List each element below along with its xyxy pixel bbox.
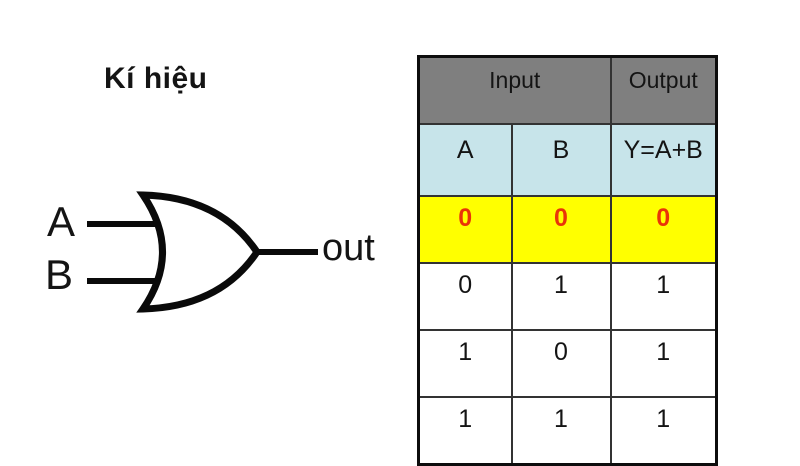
truth-table-group-header-row: Input Output — [417, 55, 718, 125]
cell-b: 1 — [510, 396, 612, 466]
cell-y: 1 — [609, 396, 718, 466]
truth-table-column-header-row: A B Y=A+B — [417, 123, 718, 197]
truth-table-row-highlighted: 0 0 0 — [417, 195, 718, 264]
header-input: Input — [417, 55, 612, 125]
cell-y: 0 — [609, 195, 718, 264]
cell-b: 1 — [510, 262, 612, 331]
gate-output-label: out — [322, 227, 375, 269]
or-gate-body — [136, 191, 262, 313]
truth-table: Input Output A B Y=A+B 0 0 0 0 1 1 1 0 1 — [417, 55, 718, 466]
gate-input-b-label: B — [45, 251, 74, 298]
cell-a: 0 — [417, 262, 513, 331]
column-header-y: Y=A+B — [609, 123, 718, 197]
cell-y: 1 — [609, 262, 718, 331]
column-header-a: A — [417, 123, 513, 197]
truth-table-row: 0 1 1 — [417, 262, 718, 331]
truth-table-row: 1 1 1 — [417, 396, 718, 466]
cell-b: 0 — [510, 329, 612, 398]
truth-table-row: 1 0 1 — [417, 329, 718, 398]
cell-a: 0 — [417, 195, 513, 264]
header-output: Output — [609, 55, 718, 125]
cell-a: 1 — [417, 329, 513, 398]
cell-y: 1 — [609, 329, 718, 398]
cell-a: 1 — [417, 396, 513, 466]
or-gate-symbol — [87, 191, 318, 313]
cell-b: 0 — [510, 195, 612, 264]
column-header-b: B — [510, 123, 612, 197]
section-title: Kí hiệu — [104, 62, 208, 95]
gate-input-a-label: A — [47, 198, 76, 245]
slide-canvas: Kí hiệu A B out Input Output A B Y=A+B 0… — [45, 55, 718, 466]
